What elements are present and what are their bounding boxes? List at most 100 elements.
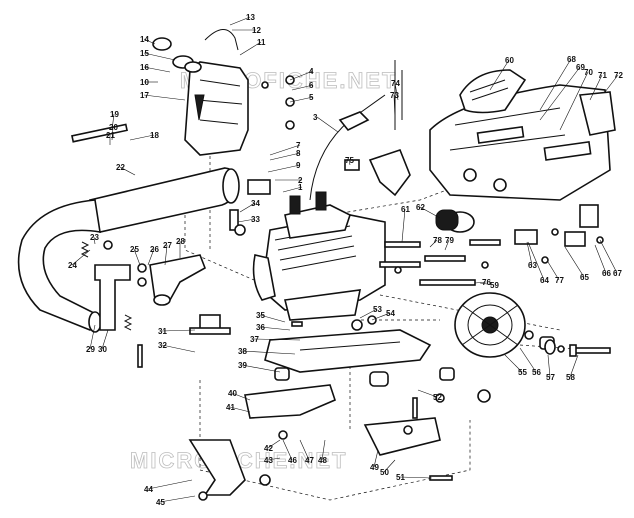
motor-mount [189,314,231,335]
callout-leader-66 [594,244,607,274]
callout-72: 72 [614,71,623,80]
callout-leader-50 [383,459,396,473]
callout-77: 77 [555,276,564,285]
callout-leader-17 [143,94,186,101]
callout-leader-23 [93,236,96,245]
callout-19: 19 [110,110,119,119]
callout-leader-68 [539,58,572,111]
callout-leader-54 [371,312,391,321]
rubber-mounts [274,336,555,387]
callout-4: 4 [309,67,314,76]
callout-labels: 1234567891011121314151617181920212223242… [68,13,623,507]
exhaust-spring [80,241,90,258]
callout-leader-65 [564,246,585,278]
exhaust-spring-lower [123,314,133,331]
callout-60: 60 [505,56,514,65]
callout-leader-59 [479,282,495,286]
exhaust-rod [71,123,128,143]
callout-76: 76 [482,278,491,287]
callout-leader-9 [267,164,301,173]
callout-68: 68 [567,55,576,64]
callout-leader-31 [161,329,196,332]
callout-leader-45 [159,495,196,503]
callout-leader-67 [599,239,618,274]
callout-leader-18 [129,134,155,141]
callout-leader-63 [526,241,533,266]
callout-74: 74 [391,79,400,88]
callout-59: 59 [490,281,499,290]
callout-leader-49 [373,449,379,468]
oil-tank [184,61,249,156]
callout-leader-70 [559,71,589,131]
callout-leader-60 [489,59,510,91]
exhaust-pipe [17,199,102,333]
callout-leader-75 [348,159,351,166]
callout-leader-29 [89,324,96,350]
callout-51: 51 [396,473,405,482]
callout-35: 35 [256,311,265,320]
callout-75: 75 [345,156,354,165]
callout-leader-72 [604,74,619,93]
callout-leader-13 [229,16,251,26]
callout-leader-79 [444,239,450,251]
callout-21: 21 [106,131,115,140]
callout-47: 47 [305,456,314,465]
callout-2: 2 [298,176,303,185]
callout-18: 18 [150,131,159,140]
callout-leader-61 [401,208,406,243]
callout-9: 9 [296,161,301,170]
callout-leader-6 [291,84,314,91]
callout-69: 69 [576,63,585,72]
cable-bracket [344,149,411,197]
callout-leader-35 [259,314,286,323]
callout-62: 62 [416,203,425,212]
callout-leader-19 [111,113,115,131]
callout-leader-58 [569,354,579,378]
clutch-bolt [569,344,611,357]
callout-46: 46 [288,456,297,465]
callout-leader-14 [143,38,156,45]
callout-71: 71 [598,71,607,80]
callout-leader-43 [267,457,281,461]
callout-78: 78 [433,236,442,245]
callout-15: 15 [140,49,149,58]
callout-79: 79 [445,236,454,245]
callout-24: 24 [68,261,77,270]
callout-45: 45 [156,498,165,507]
callout-leader-62 [419,206,441,219]
callout-leader-3 [316,116,339,133]
callout-leader-26 [147,248,155,266]
clutch-washer [544,339,556,355]
lower-bracket [188,439,246,496]
callout-leader-55 [504,354,523,373]
callout-leader-7 [269,144,301,156]
callout-leader-52 [417,389,438,398]
callout-50: 50 [380,468,389,477]
callout-leader-74 [394,82,399,101]
callout-leader-25 [133,248,141,266]
callout-leader-37 [253,338,301,341]
front-mount-bracket [244,384,336,419]
callout-20: 20 [109,123,118,132]
callout-5: 5 [309,93,314,102]
callout-36: 36 [256,323,265,332]
callout-leader-64 [527,241,545,281]
callout-leader-69 [539,66,581,121]
callout-leader-44 [147,479,193,490]
callout-leader-42 [267,439,281,449]
small-hardware [137,75,604,501]
bracket-block [247,179,271,195]
callout-leader-38 [241,350,296,355]
callout-leader-57 [547,354,551,378]
callout-33: 33 [251,215,260,224]
callout-14: 14 [140,35,149,44]
callout-26: 26 [150,245,159,254]
callout-leader-73 [393,94,396,121]
intake-boot [459,69,527,114]
callout-43: 43 [264,456,273,465]
rear-mount-bracket [363,417,441,456]
callout-64: 64 [540,276,549,285]
callout-leader-41 [229,406,251,413]
callout-leader-36 [259,326,291,331]
